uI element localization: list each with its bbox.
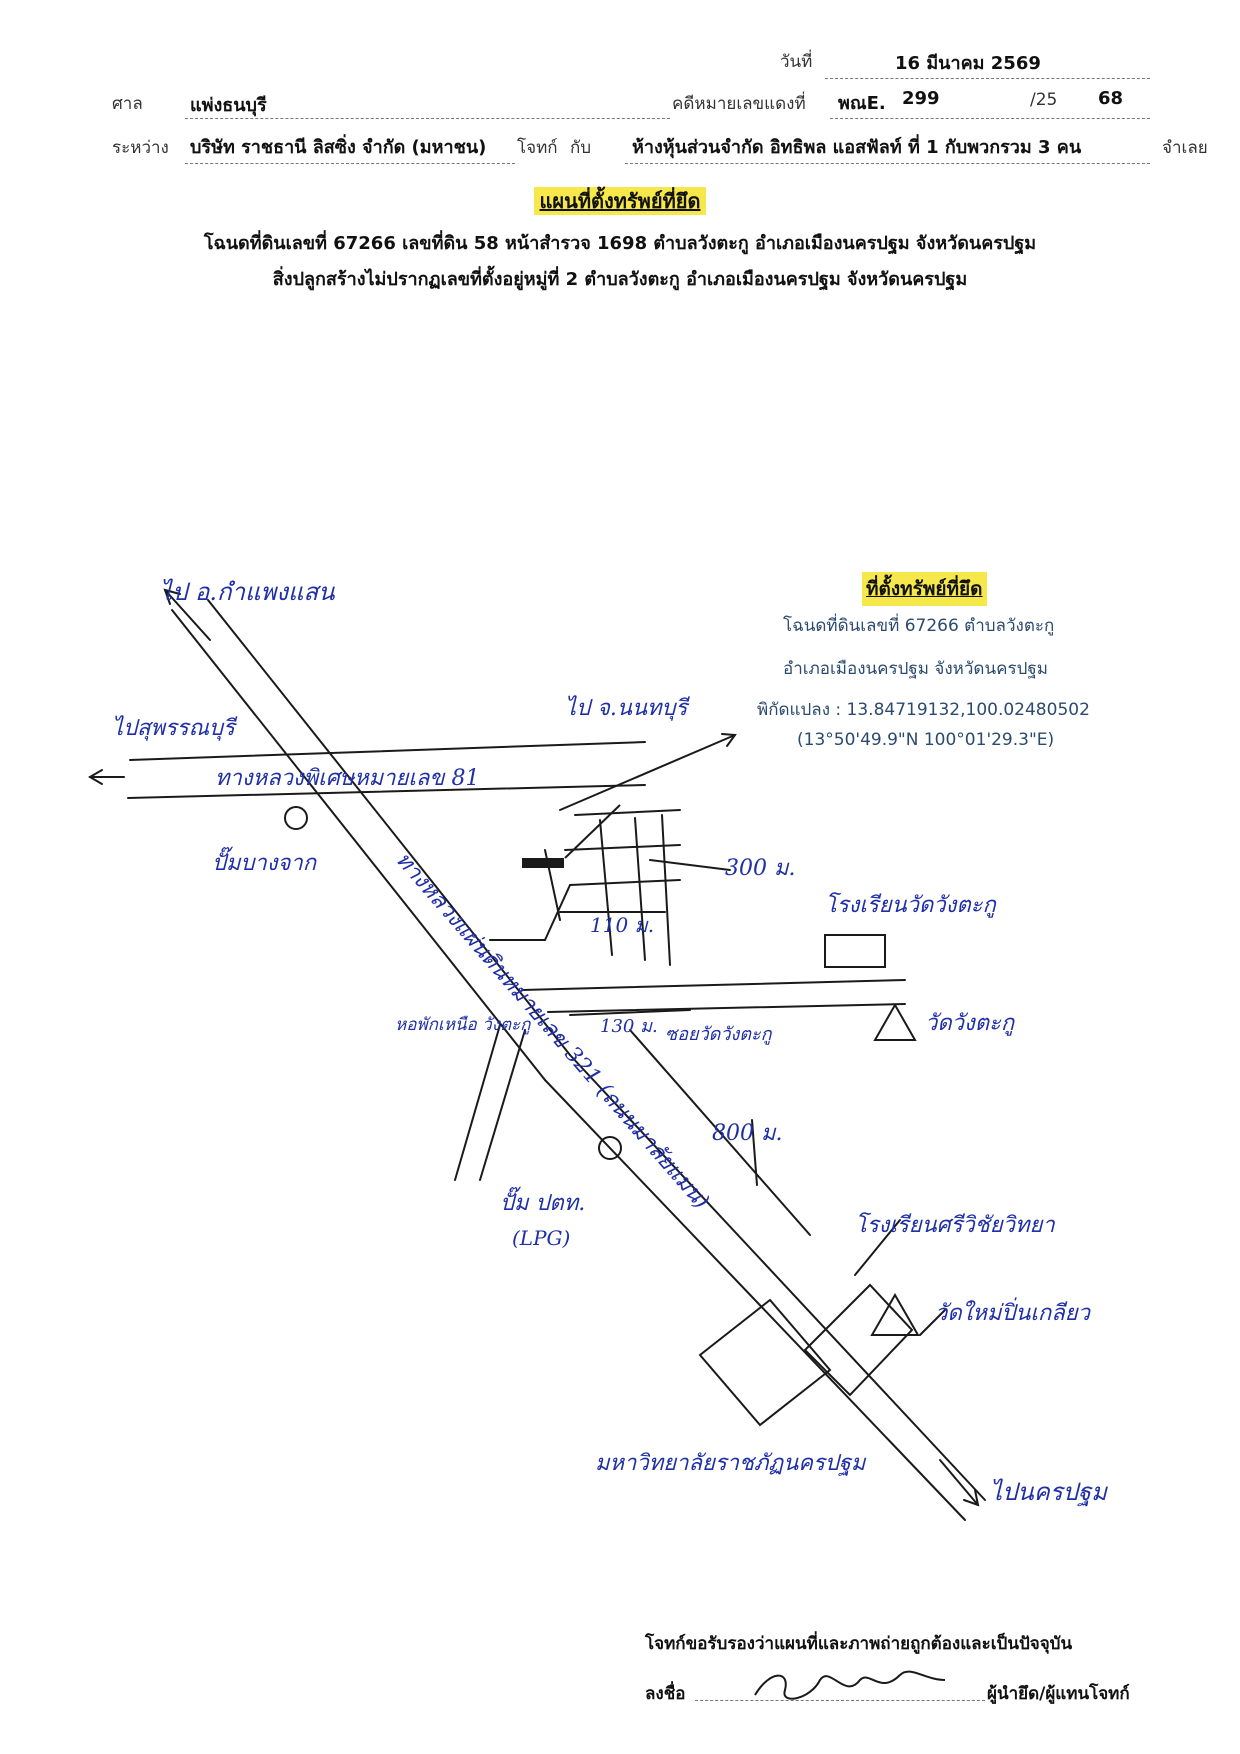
- university-pointer: [751, 1119, 758, 1186]
- label-wat-wangtaku: วัดวังตะกู: [925, 1011, 1016, 1036]
- label-bang-chak: ปั๊มบางจาก: [212, 846, 318, 876]
- street-f: [599, 819, 613, 956]
- dim-300-line: [649, 859, 731, 871]
- case-underline: [830, 118, 1150, 119]
- defendant-underline: [625, 163, 1150, 164]
- label-school-wangtaku: โรงเรียนวัดวังตะกู: [825, 892, 997, 918]
- page-title: แผนที่ตั้งทรัพย์ที่ยึด: [0, 185, 1240, 217]
- arrow-northwest-head: [163, 588, 181, 605]
- soi-top-edge: [521, 979, 906, 991]
- label-hospital: หอพักเหนือ วังตะกู: [395, 1015, 531, 1035]
- street-c: [569, 879, 681, 886]
- plaintiff-name: บริษัท ราชธานี ลิสซิ่ง จำกัด (มหาชน): [190, 137, 487, 158]
- ptt-symbol: [598, 1136, 622, 1160]
- label-school-sri: โรงเรียนศรีวิชัยวิทยา: [855, 1212, 1055, 1238]
- case-year-prefix: /25: [1030, 90, 1058, 110]
- defendant-name: ห้างหุ้นส่วนจำกัด อิทธิพล แอสฟัลท์ ที่ 1…: [632, 137, 1082, 158]
- school-sri-building: [803, 1283, 914, 1397]
- school-wangtaku-building: [824, 934, 886, 968]
- arrow-northwest-line: [164, 589, 211, 641]
- case-year: 68: [1098, 88, 1124, 109]
- road-nonthaburi: [559, 734, 736, 811]
- side-road-right: [479, 1029, 526, 1181]
- arrow-west-head: [88, 769, 103, 785]
- label-ptt: ปั๊ม ปตท.: [500, 1186, 585, 1216]
- highway-81-bottom-edge: [127, 784, 646, 799]
- location-title: ที่ตั้งทรัพย์ที่ยึด: [862, 572, 987, 606]
- label-soi-wangtaku: ซอยวัดวังตะกู: [665, 1024, 773, 1045]
- street-e: [574, 809, 681, 816]
- highway-321-right-lower: [569, 1054, 986, 1501]
- street-g: [634, 817, 646, 961]
- plaintiff-label: โจทก์: [517, 138, 558, 158]
- label-dist-130: 130 ม.: [600, 1016, 658, 1037]
- dim-800-line: [629, 1029, 811, 1236]
- label-to-kamphaeng-saen: ไป อ.กำแพงแสน: [160, 578, 335, 606]
- date-value: 16 มีนาคม 2569: [895, 53, 1041, 74]
- arrow-southeast-line: [939, 1459, 979, 1506]
- with-label: กับ: [570, 138, 592, 158]
- label-dist-800: 800 ม.: [712, 1121, 782, 1146]
- label-lpg: (LPG): [512, 1226, 570, 1250]
- street-h: [661, 814, 671, 966]
- label-to-nakhon-pathom: ไปนครปฐม: [990, 1478, 1108, 1507]
- dim-130-line: [569, 1009, 691, 1016]
- wat-wangtaku-temple: [873, 1002, 917, 1041]
- label-highway-81: ทางหลวงพิเศษหมายเลข 81: [215, 766, 479, 791]
- highway-321-left-lower: [544, 1079, 966, 1521]
- case-label: คดีหมายเลขแดงที่: [672, 94, 806, 114]
- between-label: ระหว่าง: [112, 138, 169, 158]
- defendant-label: จำเลย: [1162, 138, 1208, 158]
- label-wat-mai: วัดใหม่ปิ่นเกลียว: [935, 1297, 1092, 1326]
- label-to-nonthaburi: ไป จ.นนทบุรี: [565, 695, 690, 721]
- sign-role: ผู้นำยึด/ผู้แทนโจทก์: [987, 1684, 1130, 1704]
- case-number: 299: [902, 88, 940, 109]
- label-to-suphan: ไปสุพรรณบุรี: [112, 715, 238, 741]
- location-line-3: พิกัดแปลง : 13.84719132,100.02480502: [757, 700, 1090, 720]
- street-d: [564, 844, 681, 851]
- location-line-1: โฉนดที่ดินเลขที่ 67266 ตำบลวังตะกู: [783, 616, 1055, 636]
- court-underline: [185, 118, 670, 119]
- school-sri-pointer: [854, 1219, 901, 1276]
- description-line-2: สิ่งปลูกสร้างไม่ปรากฏเลขที่ตั้งอยู่หมู่ท…: [272, 269, 968, 290]
- property-marker: [522, 858, 564, 868]
- highway-321-left-upper: [171, 609, 546, 1081]
- court-value: แพ่งธนบุรี: [190, 95, 267, 116]
- certification-text: โจทก์ขอรับรองว่าแผนที่และภาพถ่ายถูกต้องแ…: [645, 1634, 1073, 1654]
- highway-321-right-upper: [207, 599, 571, 1056]
- wat-mai-temple: [870, 1292, 920, 1336]
- property-pointer: [564, 804, 621, 859]
- sign-label: ลงชื่อ: [645, 1684, 686, 1704]
- signature-line: [695, 1700, 985, 1701]
- location-line-2: อำเภอเมืองนครปฐม จังหวัดนครปฐม: [783, 659, 1048, 679]
- court-label: ศาล: [112, 94, 143, 114]
- date-label: วันที่: [780, 52, 813, 72]
- wat-mai-pointer: [919, 1309, 946, 1336]
- label-dist-110: 110 ม.: [590, 913, 654, 937]
- plaintiff-underline: [185, 163, 515, 164]
- side-road-left: [454, 1024, 501, 1181]
- arrow-southeast-head: [963, 1489, 980, 1507]
- bangchak-symbol: [284, 806, 308, 830]
- description-line-1: โฉนดที่ดินเลขที่ 67266 เลขที่ดิน 58 หน้า…: [203, 233, 1037, 254]
- location-line-4: (13°50'49.9"N 100°01'29.3"E): [797, 730, 1055, 750]
- highway-81-top-edge: [129, 741, 646, 761]
- arrow-nonthaburi-head: [721, 733, 737, 747]
- handwritten-signature: [754, 1670, 946, 1700]
- case-prefix: พณE.: [838, 93, 886, 114]
- label-university: มหาวิทยาลัยราชภัฏนครปฐม: [595, 1451, 867, 1476]
- label-dist-300: 300 ม.: [725, 856, 795, 881]
- soi-bottom-edge: [547, 1003, 906, 1013]
- university-building: [698, 1298, 832, 1427]
- date-underline: [825, 78, 1150, 79]
